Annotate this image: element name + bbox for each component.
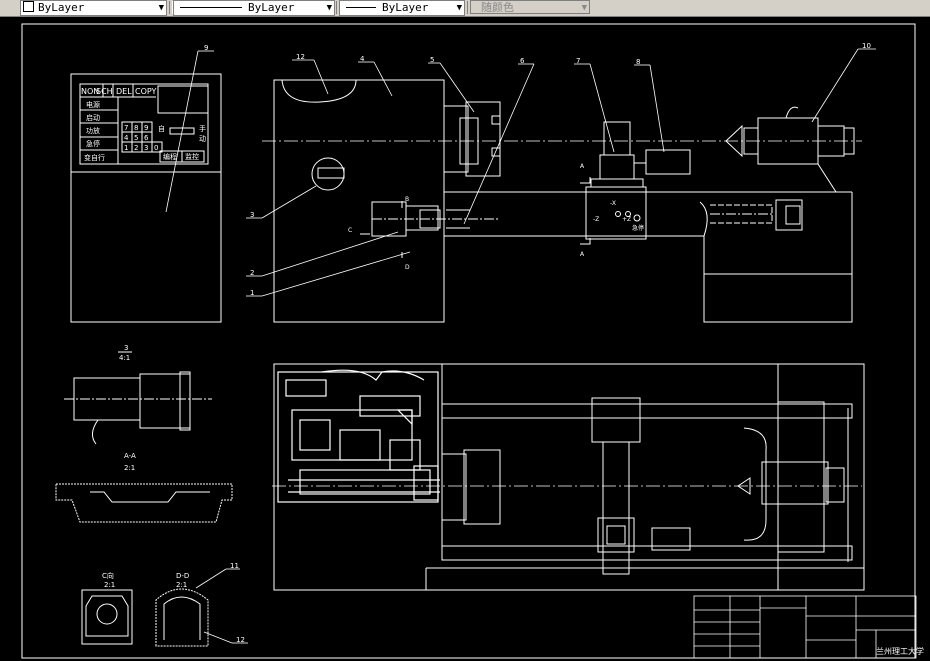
balloon-6: 6 [520,57,525,65]
panel-label-power: 电源 [86,100,100,109]
panel-label-auto: 变自行 [84,153,105,162]
chevron-down-icon: ▼ [158,3,164,13]
panel-label-estop: 急停 [86,139,100,148]
panel-side-shou: 手 [199,124,206,133]
mark-z-minus: -Z [593,216,599,223]
mark-c: C [348,227,352,234]
section-c-view: C向 2:1 [81,571,133,645]
mark-x-minus: -X [610,200,616,207]
panel-label-start: 启动 [86,113,100,122]
key-2: 2 [134,144,138,152]
separator [169,1,173,14]
panel-btn-program: 编程 [163,152,177,161]
lathe-front-view: -Z +Z -X 急停 A A B C D [262,79,862,323]
chevron-down-icon: ▼ [326,3,332,13]
panel-label-amp: 功放 [86,126,100,135]
balloon-8: 8 [636,58,640,66]
key-1: 1 [124,144,128,152]
panel-btn-monitor: 监控 [185,152,199,161]
panel-btn-del: DEL [116,87,132,96]
balloon-12-bottom: 12 [236,636,245,644]
chevron-down-icon: ▼ [581,3,587,13]
key-7: 7 [124,124,128,132]
detail3-label: 3 [124,344,128,352]
lineweight-sample-icon [346,7,376,8]
title-block: 兰州理工大学 [693,595,924,659]
balloon-1: 1 [250,289,254,297]
sectionDD-scale: 2:1 [176,581,187,589]
key-9: 9 [144,124,148,132]
balloon-10: 10 [862,42,871,50]
linetype-dropdown[interactable]: ByLayer ▼ [173,0,335,16]
panel-btn-copy: COPY [135,87,157,96]
drawing-canvas[interactable]: NON SCH DEL COPY 电源 启动 功放 急停 变自行 7 8 9 4… [0,16,930,661]
detail3-scale: 4:1 [119,354,130,362]
key-3: 3 [144,144,148,152]
balloon-7: 7 [576,57,580,65]
balloons: 9 12 4 5 6 7 8 10 3 2 1 11 12 [165,42,876,644]
section-d-d: D-D 2:1 [155,572,209,647]
properties-toolbar: ByLayer ▼ ByLayer ▼ ByLayer ▼ 随颜色 ▼ [0,0,930,17]
balloon-11: 11 [230,562,239,570]
panel-keypad: 7 8 9 4 5 6 1 2 3 0 [121,121,163,153]
linetype-sample-icon [180,7,242,8]
sectionAA-label: A-A [124,452,136,460]
color-swatch-icon [23,1,34,12]
sectionAA-scale: 2:1 [124,464,135,472]
balloon-4: 4 [360,55,365,63]
sectionC-label: C向 [102,571,114,580]
panel-side-zi: 自 [158,124,165,133]
detail-3-view: 3 4:1 [64,344,212,445]
mark-a-bottom: A [580,251,585,258]
lathe-plan-view [272,363,865,591]
balloon-3: 3 [250,211,254,219]
gearbox-section [277,369,440,503]
panel-btn-sch: SCH [96,87,113,96]
key-6: 6 [144,134,149,142]
lineweight-dropdown[interactable]: ByLayer ▼ [339,0,465,16]
balloon-5: 5 [430,56,434,64]
sectionC-scale: 2:1 [104,581,115,589]
key-4: 4 [124,134,129,142]
chevron-down-icon: ▼ [456,3,462,13]
balloon-9: 9 [204,44,208,52]
sectionDD-label: D-D [176,572,189,580]
key-5: 5 [134,134,138,142]
title-block-school: 兰州理工大学 [876,646,924,656]
panel-btn-non: NON [81,87,99,96]
control-panel-view: NON SCH DEL COPY 电源 启动 功放 急停 变自行 7 8 9 4… [70,73,222,323]
mark-stop: 急停 [632,224,644,232]
mark-a-top: A [580,163,585,170]
mark-d: D [405,264,410,271]
section-a-a: A-A 2:1 [55,452,233,523]
balloon-12-top: 12 [296,53,305,61]
mark-b: B [405,196,409,203]
mark-z-plus: +Z [622,216,631,223]
panel-side-dong: 动 [199,134,206,143]
layer-dropdown[interactable]: ByLayer ▼ [20,0,167,16]
balloon-2: 2 [250,269,254,277]
key-8: 8 [134,124,138,132]
key-0: 0 [154,144,158,152]
drawing-border [21,23,916,659]
headstock [273,79,445,323]
plotstyle-dropdown[interactable]: 随颜色 ▼ [470,0,590,14]
